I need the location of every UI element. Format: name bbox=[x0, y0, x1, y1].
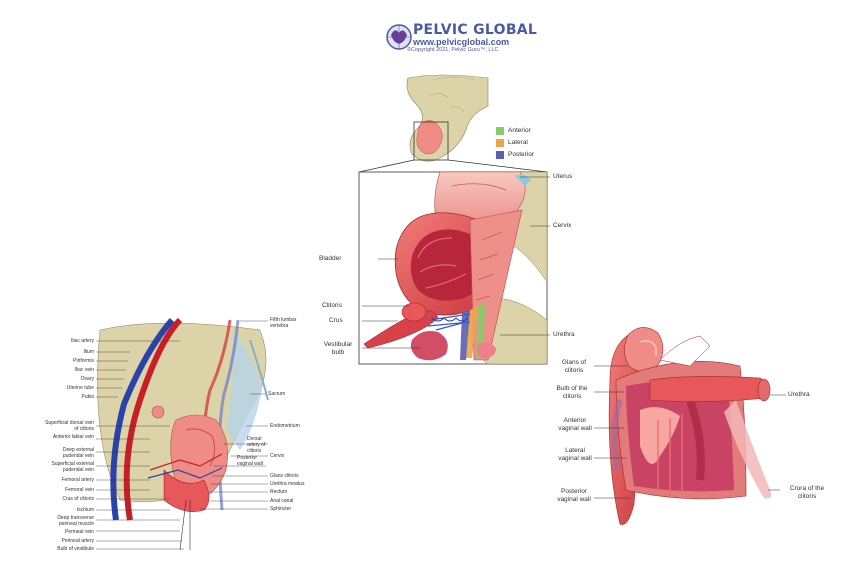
label-sphincter: Sphincter bbox=[270, 506, 292, 512]
label-femoral-vein: Femoral vein bbox=[65, 487, 94, 493]
label-glans-of-clitoris: Glans of clitoris bbox=[561, 359, 587, 374]
label-perineal-vein: Perineal vein bbox=[65, 529, 94, 535]
label-sacrum: Sacrum bbox=[268, 391, 286, 397]
label-deep-transverse-perineal-muscle: Deep transverse perineal muscle bbox=[57, 515, 94, 527]
legend-item-posterior: Posterior bbox=[496, 150, 534, 159]
legend-swatch-posterior bbox=[496, 150, 504, 159]
label-dorsal-artery-of-clitoris: Dorsal artery of clitoris bbox=[247, 436, 266, 454]
label-uterine-tube: Uterine tube bbox=[66, 385, 94, 391]
label-bulb-of-vestibule: Bulb of vestibule bbox=[57, 546, 94, 552]
label-iliac-vein: Iliac vein bbox=[74, 367, 94, 373]
label-uterus: Uterus bbox=[553, 173, 573, 180]
logo-icon bbox=[386, 24, 412, 50]
label-superficial-external-pudendal-vein: Superficial external pudendal vein bbox=[51, 461, 94, 473]
zoom-box-figure bbox=[358, 171, 550, 365]
brand-copyright: ©Copyright 2021, Pelvic Guru™, LLC bbox=[407, 47, 499, 53]
label-iliac-artery: Iliac artery bbox=[70, 338, 94, 344]
label-femoral-artery: Femoral artery bbox=[61, 477, 94, 483]
left-vascular-figure bbox=[96, 317, 269, 551]
label-crus: Crus bbox=[329, 317, 343, 324]
label-urethra-right: Urethra bbox=[788, 391, 810, 398]
label-anal-canal: Anal canal bbox=[270, 498, 294, 504]
label-cervix-left: Cervix bbox=[270, 453, 285, 459]
label-anterior-labial-vein: Anterior labial vein bbox=[52, 434, 94, 440]
right-clitoris-figure bbox=[594, 327, 786, 525]
label-vestibular-bulb: Vestibular bulb bbox=[323, 341, 353, 356]
label-glans-clitoris: Glans clitoris bbox=[270, 473, 299, 479]
label-posterior-vaginal-wall: Posterior vaginal wall bbox=[557, 488, 591, 503]
label-fifth-lumbar-vertebra: Fifth lumbar vertebra bbox=[270, 317, 297, 329]
pelvis-overview-figure bbox=[406, 74, 489, 162]
legend-swatch-anterior bbox=[496, 126, 504, 135]
label-posterior-vaginal-wall-left: Posterior vaginal wall bbox=[237, 455, 263, 467]
brand-name: PELVIC GLOBAL bbox=[413, 22, 538, 38]
legend-label: Posterior bbox=[508, 151, 535, 158]
label-endometrium: Endometrium bbox=[270, 423, 300, 429]
label-superficial-dorsal-vein: Superficial dorsal vein of clitoris bbox=[45, 420, 94, 432]
label-crus-of-clitoris: Crus of clitoris bbox=[62, 496, 94, 502]
legend-label: Anterior bbox=[508, 127, 531, 134]
label-rectum: Rectum bbox=[270, 489, 288, 495]
label-urethra-meatus: Urethra meatus bbox=[270, 481, 305, 487]
label-ilium: Ilium bbox=[83, 349, 94, 355]
label-clitoris: Clitoris bbox=[322, 302, 342, 309]
label-cervix: Cervix bbox=[553, 222, 572, 229]
label-bulb-of-the-clitoris: Bulb of the clitoris bbox=[556, 385, 588, 400]
legend-item-anterior: Anterior bbox=[496, 126, 531, 135]
legend-item-lateral: Lateral bbox=[496, 138, 528, 147]
label-urethra: Urethra bbox=[553, 331, 575, 338]
label-ovary: Ovary bbox=[80, 376, 94, 382]
brand-url[interactable]: www.pelvicglobal.com bbox=[413, 37, 510, 47]
label-lateral-vaginal-wall: Lateral vaginal wall bbox=[558, 447, 592, 462]
legend-swatch-lateral bbox=[496, 138, 504, 147]
label-ischium: Ischium bbox=[76, 507, 94, 513]
label-perineal-artery: Perineal artery bbox=[61, 538, 94, 544]
label-pubis: Pubis bbox=[81, 394, 94, 400]
legend-label: Lateral bbox=[508, 139, 528, 146]
label-bladder: Bladder bbox=[319, 255, 342, 262]
label-piriformis: Piriformis bbox=[73, 358, 94, 364]
label-anterior-vaginal-wall: Anterior vaginal wall bbox=[558, 417, 592, 432]
label-deep-external-pudendal-vein: Deep external pudendal vein bbox=[62, 447, 94, 459]
label-crura-of-the-clitoris: Crura of the clitoris bbox=[789, 485, 825, 500]
